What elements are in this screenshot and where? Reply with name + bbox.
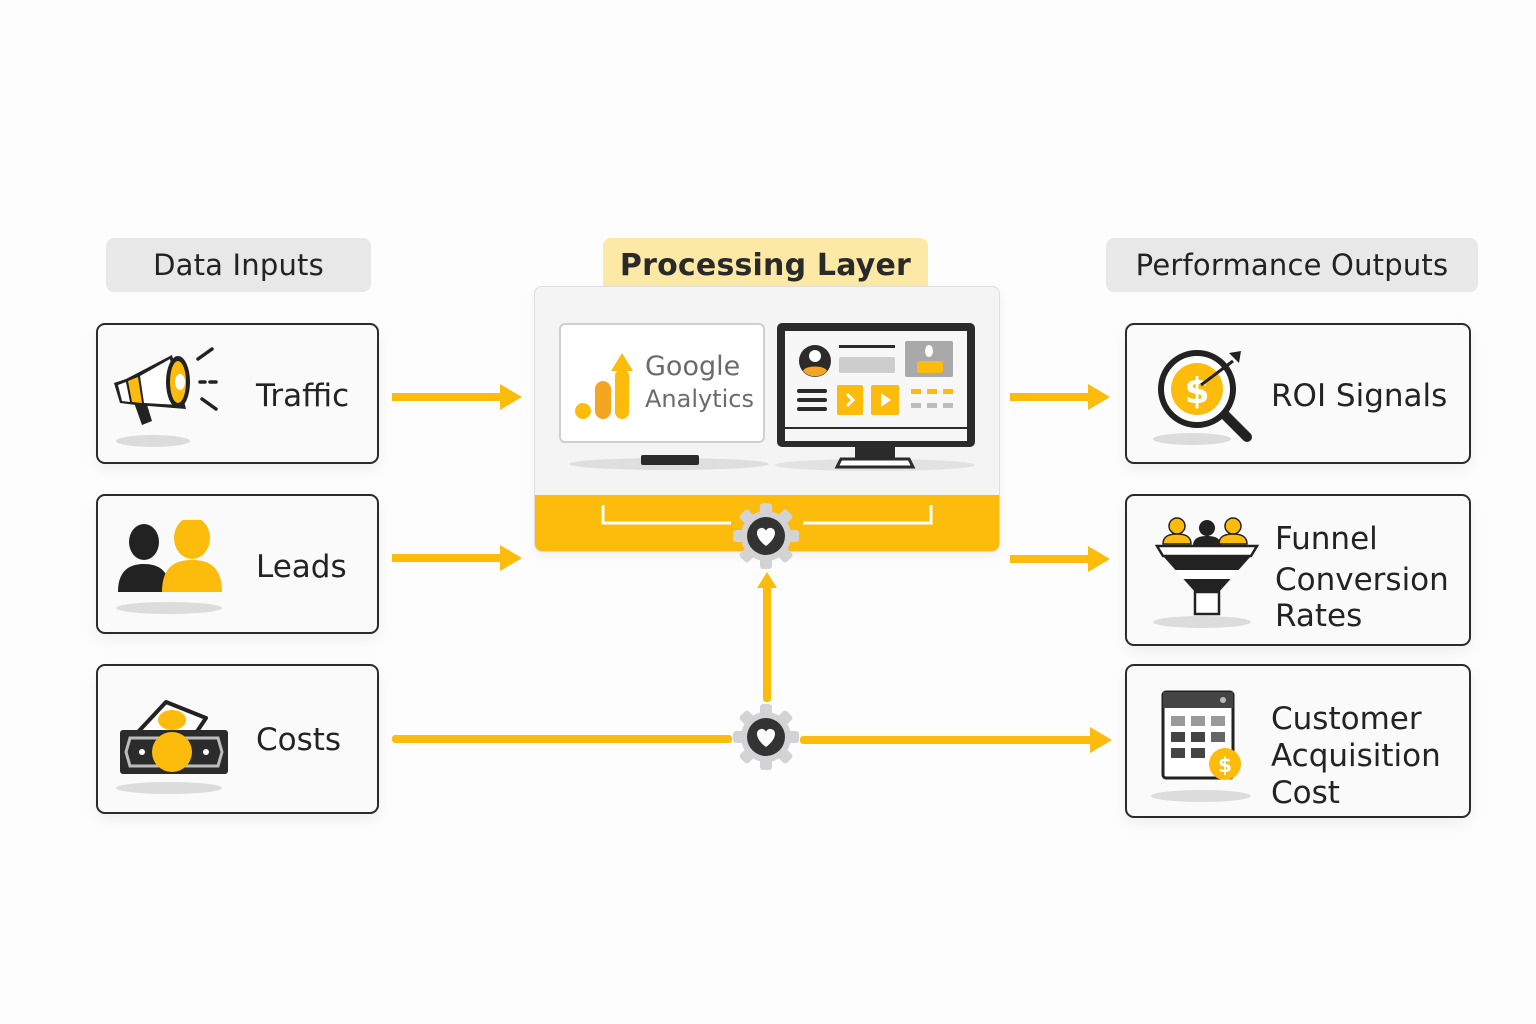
icon-shadow bbox=[1153, 433, 1231, 445]
gear-heart-icon-bottom bbox=[733, 704, 799, 770]
google-analytics-panel: Google Analytics bbox=[559, 323, 765, 443]
icon-shadow bbox=[116, 782, 222, 794]
output-label-customer-acquisition-cost: Customer Acquisition Cost bbox=[1271, 700, 1441, 812]
megaphone-icon bbox=[114, 347, 218, 425]
svg-text:$: $ bbox=[1184, 371, 1209, 412]
dashboard-monitor-icon bbox=[775, 323, 975, 471]
roi-magnifier-target-icon: $ bbox=[1158, 350, 1252, 442]
icon-shadow bbox=[1151, 790, 1251, 802]
input-card-leads: Leads bbox=[96, 494, 379, 634]
google-analytics-line1: Google bbox=[645, 351, 741, 382]
output-label-line: ROI Signals bbox=[1271, 378, 1448, 414]
calendar-dollar-icon: $ bbox=[1161, 690, 1241, 780]
header-data-inputs: Data Inputs bbox=[106, 238, 371, 292]
header-performance-outputs-label: Performance Outputs bbox=[1135, 248, 1449, 282]
icon-shadow bbox=[116, 435, 190, 447]
band-bracket bbox=[601, 505, 933, 525]
header-processing-layer-label: Processing Layer bbox=[619, 247, 912, 283]
svg-text:$: $ bbox=[1218, 753, 1232, 777]
google-analytics-line2: Analytics bbox=[645, 385, 754, 413]
funnel-icon bbox=[1155, 517, 1259, 616]
gear-heart-icon-top bbox=[733, 503, 799, 569]
output-label-line: Cost bbox=[1271, 775, 1340, 811]
users-icon bbox=[118, 520, 222, 592]
google-analytics-logo-icon bbox=[575, 353, 633, 419]
output-card-funnel-conversion: Funnel Conversion Rates bbox=[1125, 494, 1471, 646]
output-label-line: Conversion bbox=[1275, 562, 1449, 598]
arrow-gear-to-cac bbox=[800, 727, 1112, 753]
header-processing-layer: Processing Layer bbox=[603, 238, 928, 292]
output-label-line: Funnel bbox=[1275, 521, 1378, 557]
output-label-line: Rates bbox=[1275, 598, 1363, 634]
icon-shadow bbox=[116, 602, 222, 614]
money-icon bbox=[120, 700, 228, 774]
line-costs-to-gear bbox=[392, 735, 732, 743]
input-label-traffic: Traffic bbox=[256, 378, 350, 414]
header-data-inputs-label: Data Inputs bbox=[153, 248, 324, 282]
input-card-traffic: Traffic bbox=[96, 323, 379, 464]
input-card-costs: Costs bbox=[96, 664, 379, 814]
arrow-processing-to-roi bbox=[1010, 384, 1110, 410]
output-card-roi-signals: $ ROI Signals bbox=[1125, 323, 1471, 464]
output-label-roi-signals: ROI Signals bbox=[1271, 377, 1447, 415]
arrow-processing-to-funnel bbox=[1010, 546, 1110, 572]
arrow-up-to-processing bbox=[757, 572, 777, 702]
input-label-leads: Leads bbox=[256, 549, 347, 585]
header-performance-outputs: Performance Outputs bbox=[1106, 238, 1478, 292]
arrow-traffic-to-processing bbox=[392, 384, 522, 410]
output-label-funnel-conversion: Funnel Conversion Rates bbox=[1275, 520, 1449, 635]
output-label-line: Acquisition bbox=[1271, 738, 1441, 774]
output-card-customer-acquisition-cost: $ Customer Acquisition Cost bbox=[1125, 664, 1471, 818]
arrow-leads-to-processing bbox=[392, 545, 522, 571]
panel-stand bbox=[641, 455, 699, 465]
input-label-costs: Costs bbox=[256, 722, 342, 758]
icon-shadow bbox=[1153, 616, 1251, 628]
output-label-line: Customer bbox=[1271, 701, 1422, 737]
google-analytics-text: Google Analytics bbox=[645, 351, 754, 415]
